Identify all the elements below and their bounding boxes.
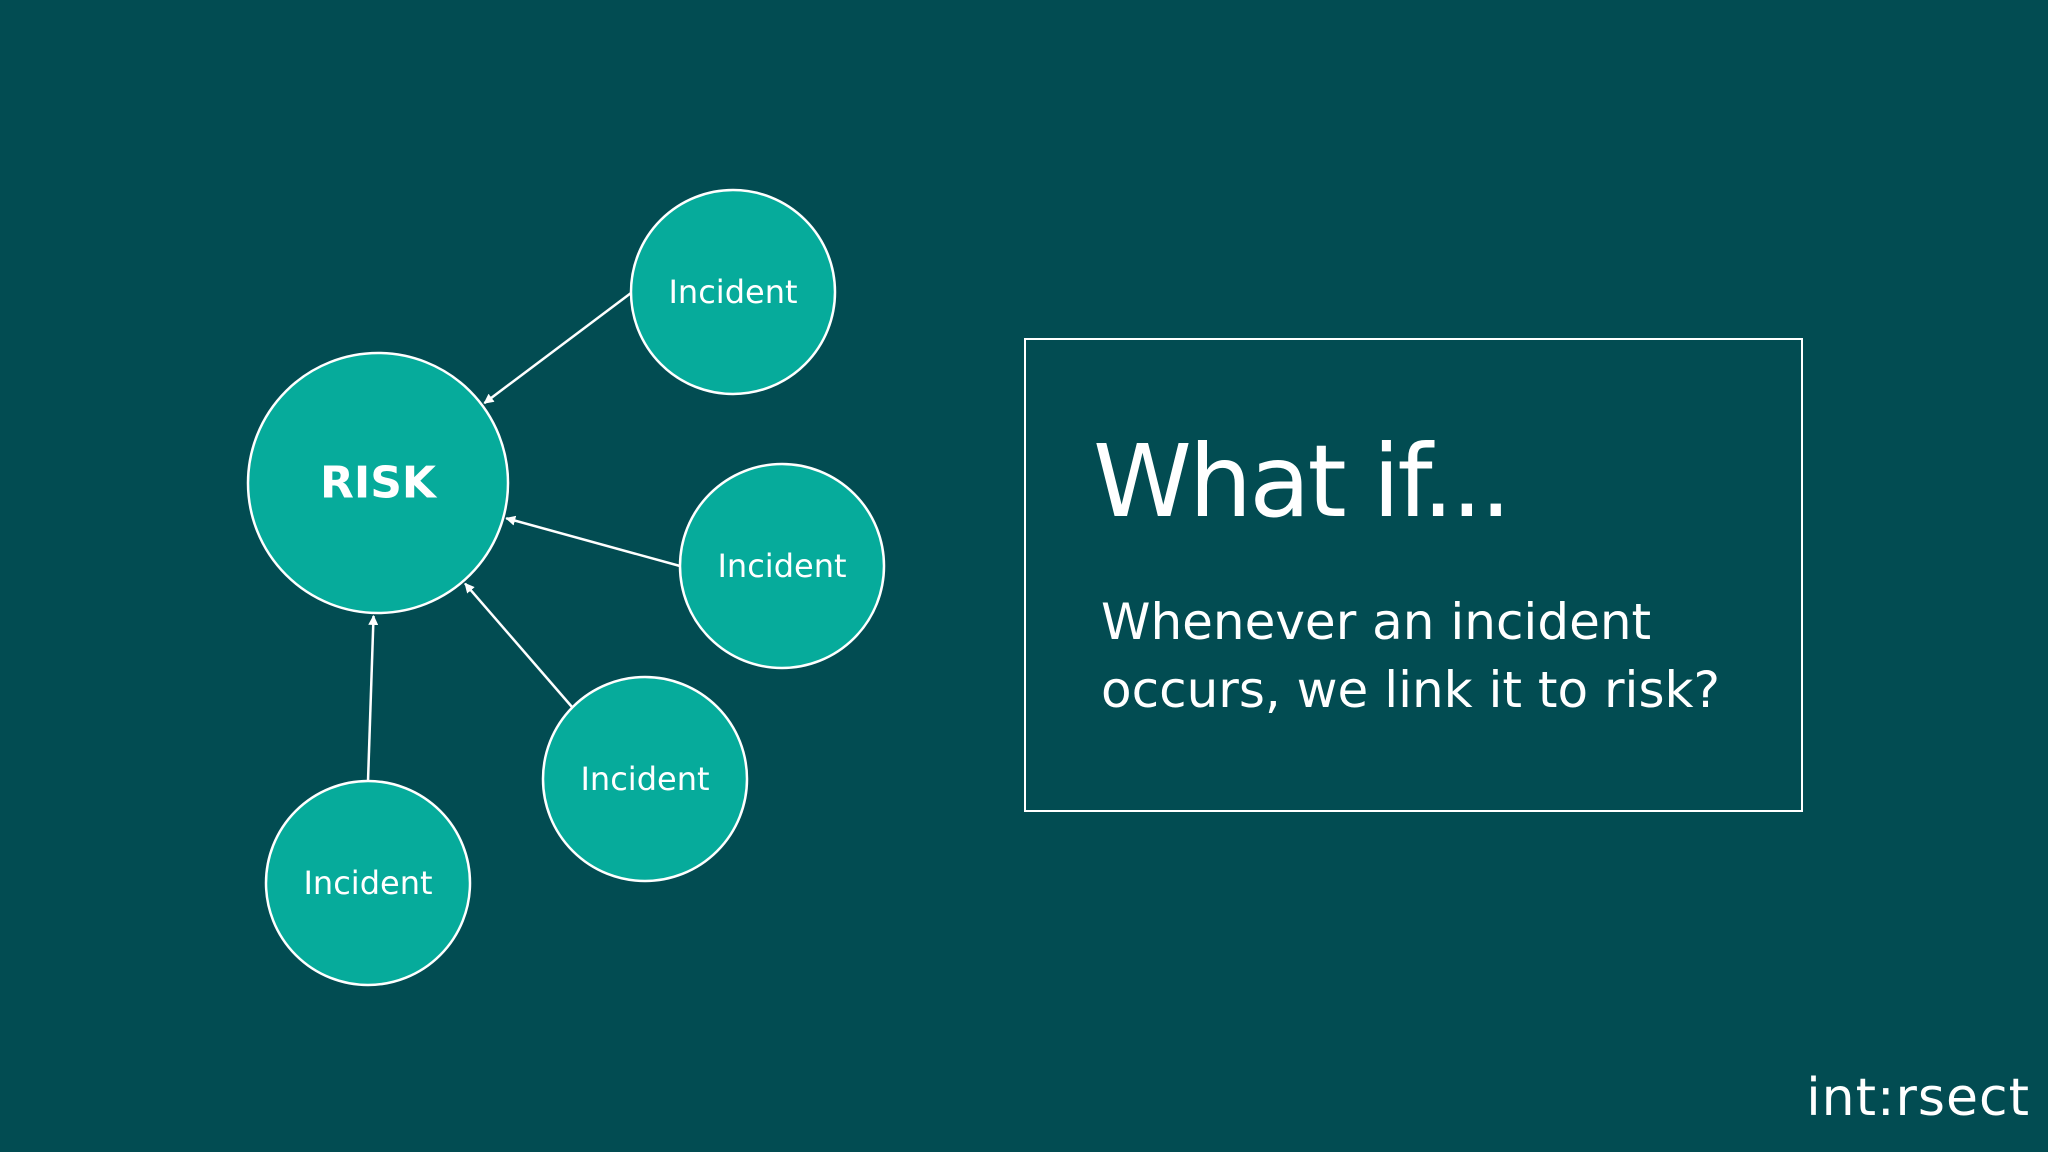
incident-node: Incident [264, 779, 472, 987]
risk-circle [246, 351, 510, 615]
incident-circle [541, 675, 749, 883]
arrow-incident-3-to-risk [464, 582, 573, 708]
what-if-callout-box: What if... Whenever an incident occurs, … [1024, 338, 1803, 812]
intersect-logo: int:rsect [1806, 1068, 2030, 1128]
incident-label: Incident [668, 273, 797, 311]
edges-layer [366, 292, 681, 782]
incident-circle [629, 188, 837, 396]
incident-label: Incident [717, 547, 846, 585]
incident-node: Incident [541, 675, 749, 883]
incident-circle [264, 779, 472, 987]
incident-node: Incident [629, 188, 837, 396]
callout-title: What if... [1093, 423, 1512, 540]
arrow-incident-2-to-risk [505, 515, 681, 568]
incident-circle [678, 462, 886, 670]
callout-body: Whenever an incident occurs, we link it … [1101, 593, 1720, 719]
incident-node: Incident [678, 462, 886, 670]
risk-node: RISK [246, 351, 510, 615]
arrow-incident-4-to-risk [366, 614, 379, 782]
arrow-incident-1-to-risk [483, 292, 632, 405]
incident-label: Incident [303, 864, 432, 902]
incident-label: Incident [580, 760, 709, 798]
risk-label: RISK [320, 458, 438, 509]
